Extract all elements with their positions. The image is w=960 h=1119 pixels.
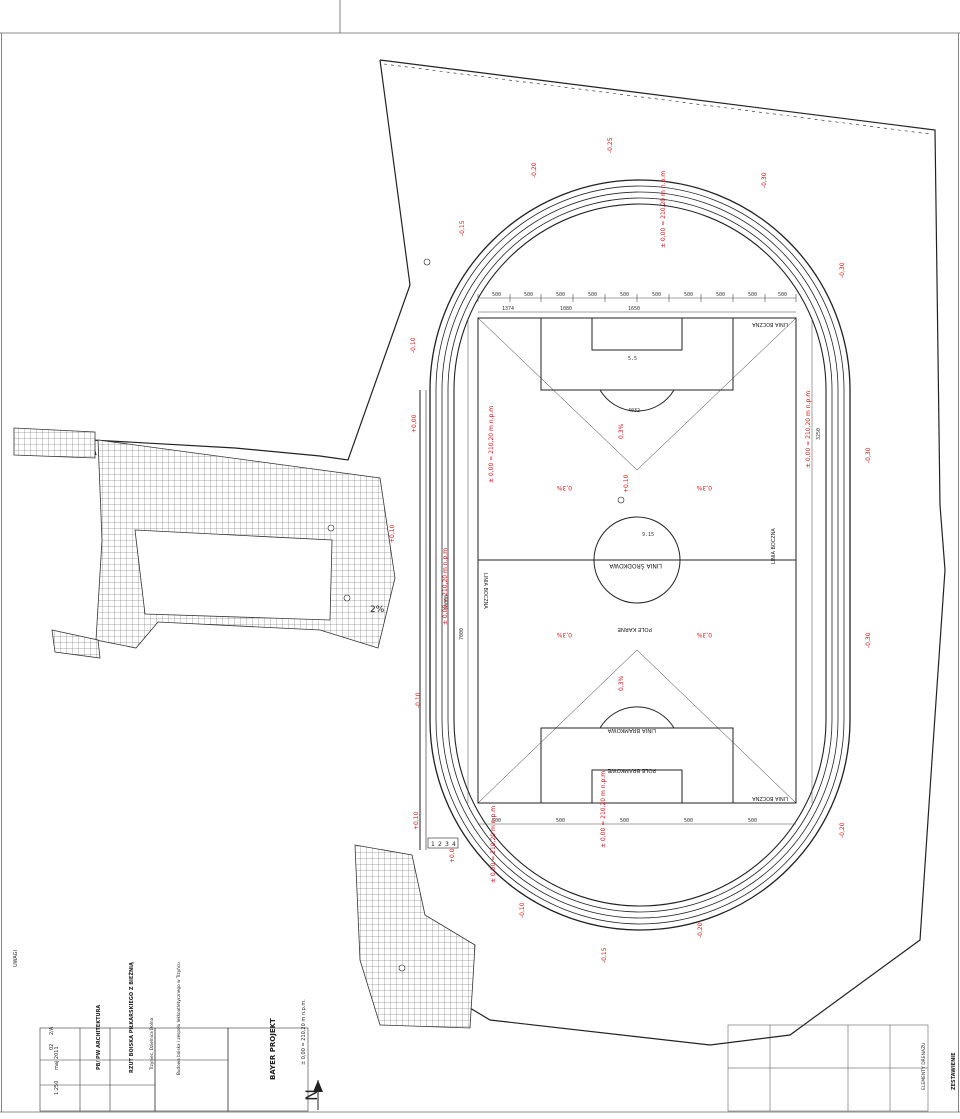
slope-c: 0,3% xyxy=(556,631,572,638)
dim-segment-10: 500 xyxy=(778,292,787,298)
label-side-line-top: LINIA BOCZNA xyxy=(752,321,788,327)
dim-segment-b3: 500 xyxy=(620,818,629,824)
lane-2: 2 xyxy=(438,841,442,848)
dim-segment-b1: 500 xyxy=(492,818,501,824)
dim-segment-3: 500 xyxy=(556,292,565,298)
level-plaza: ± 0,00 = 210,20 m n.p.m xyxy=(442,548,449,625)
slope-f: 0,3% xyxy=(618,675,625,691)
drawing-scale: 1:250 xyxy=(54,1081,60,1095)
lane-box xyxy=(427,837,459,849)
legend-heading: ZESTAWIENIE xyxy=(951,1052,957,1090)
elev-g: -0,30 xyxy=(865,447,872,463)
dim-segment-9: 500 xyxy=(748,292,757,298)
elev-l: +0,10 xyxy=(389,524,396,543)
label-penalty-area: POLE KARNE xyxy=(617,626,652,632)
slope-d: 0,3% xyxy=(696,631,712,638)
label-side-line-bottom: LINIA BOCZNA xyxy=(752,795,788,801)
dim-d6: 5.5 xyxy=(628,356,637,362)
dim-segment-5: 500 xyxy=(620,292,629,298)
legend-subheading: ELEMENTY DRENAŻU xyxy=(920,1043,927,1090)
elev-h2: -0,20 xyxy=(839,822,846,838)
label-goal-line: LINIA BRAMKOWA xyxy=(607,727,656,733)
label-goal-area: POLE BRAMKOWE xyxy=(607,767,656,773)
elev-f: -0,30 xyxy=(839,262,846,278)
lane-3: 3 xyxy=(445,841,449,848)
dim-d4: 4032 xyxy=(628,408,640,414)
north-label: N xyxy=(302,1089,321,1101)
elev-k: +0,00 xyxy=(411,414,418,433)
elev-c: -0,15 xyxy=(459,220,466,236)
elev-j: -0,15 xyxy=(601,947,608,963)
company-name: BAYER PROJEKT xyxy=(269,1018,277,1080)
elev-m: +0,10 xyxy=(413,811,420,830)
football-pitch xyxy=(477,317,797,804)
project-name: Budowa boiska i zespołu lekkoatletyczneg… xyxy=(176,962,181,1075)
dim-segment-b5: 500 xyxy=(748,818,757,824)
remarks-heading: UWAGI xyxy=(13,950,19,967)
elev-d: -0,10 xyxy=(410,337,417,353)
drawing-title: RZUT BOISKA PIŁKARSKIEGO Z BIEŻNIĄ xyxy=(128,962,135,1073)
elev-n: +0,00 xyxy=(449,844,456,863)
reference-markers xyxy=(327,258,625,972)
dim-segment-7: 500 xyxy=(684,292,693,298)
dim-d1: 1374 xyxy=(502,306,514,312)
paved-plaza xyxy=(13,427,476,1029)
dim-d9: 3250 xyxy=(816,428,822,440)
vertical-note: ± 0,00 = 210,20 m n.p.m. xyxy=(301,999,307,1065)
dim-segment-6: 500 xyxy=(652,292,661,298)
dim-segment-b4: 500 xyxy=(684,818,693,824)
dim-d5: 9.15 xyxy=(642,532,654,538)
label-side-line-left: LINIA BOCZNA xyxy=(482,573,488,609)
project-location: Trzyniec, Dzielnica Dolna xyxy=(149,1017,154,1071)
dimension-ticks-top xyxy=(477,294,797,302)
legend-block xyxy=(727,1024,929,1112)
dimension-lines xyxy=(467,297,813,825)
drawing-stage: PB/ PW ARCHITEKTURA xyxy=(96,1005,102,1070)
elev-h: -0,20 xyxy=(697,922,704,938)
drawing-sheet: 02 xyxy=(49,1044,55,1050)
running-track xyxy=(419,179,851,931)
drawing-rev: 2/A xyxy=(49,1026,55,1035)
label-center-line: LINIA ŚRODKOWA xyxy=(608,562,662,569)
dim-d2: 1080 xyxy=(560,306,572,312)
dim-segment-4: 500 xyxy=(588,292,597,298)
lane-1: 1 xyxy=(431,841,435,848)
plaza-slope: 2% xyxy=(370,605,385,615)
drawing-date: maj 2011 xyxy=(54,1046,60,1070)
label-side-line-right: LINIA BOCZNA xyxy=(771,528,777,564)
slope-e: 0,3% xyxy=(618,423,625,439)
elev-i: -0,10 xyxy=(519,902,526,918)
elev-i2: -0,10 xyxy=(415,692,422,708)
level-track-right: ± 0,00 = 210,20 m n.p.m xyxy=(805,391,812,468)
level-track-bottom-b: ± 0,00 = 210,20 m n.p.m xyxy=(490,806,497,883)
dim-segment-1: 500 xyxy=(492,292,501,298)
lane-4: 4 xyxy=(452,841,456,848)
elev-b: -0,20 xyxy=(531,162,538,178)
title-block xyxy=(39,1027,309,1112)
slope-a: 0,3% xyxy=(556,484,572,491)
level-track-left: ± 0,00 = 210,20 m n.p.m xyxy=(488,406,495,483)
slope-b: 0,3% xyxy=(696,484,712,491)
dim-d3: 1650 xyxy=(628,306,640,312)
dim-d7: 10000 xyxy=(444,595,450,610)
elev-a: -0,25 xyxy=(607,137,614,153)
level-track-bottom-a: ± 0,00 = 210,20 m n.p.m xyxy=(600,771,607,848)
elev-e: -0,30 xyxy=(761,172,768,188)
level-track-top: ± 0,00 = 210,20 m n.p.m xyxy=(660,171,667,248)
dim-segment-b2: 500 xyxy=(556,818,565,824)
dim-d8: 7000 xyxy=(459,628,465,640)
dim-segment-8: 500 xyxy=(716,292,725,298)
elev-g2: -0,30 xyxy=(865,632,872,648)
north-arrow-icon xyxy=(313,1080,323,1110)
dim-segment-2: 500 xyxy=(524,292,533,298)
elev-center: +0,10 xyxy=(623,474,630,493)
